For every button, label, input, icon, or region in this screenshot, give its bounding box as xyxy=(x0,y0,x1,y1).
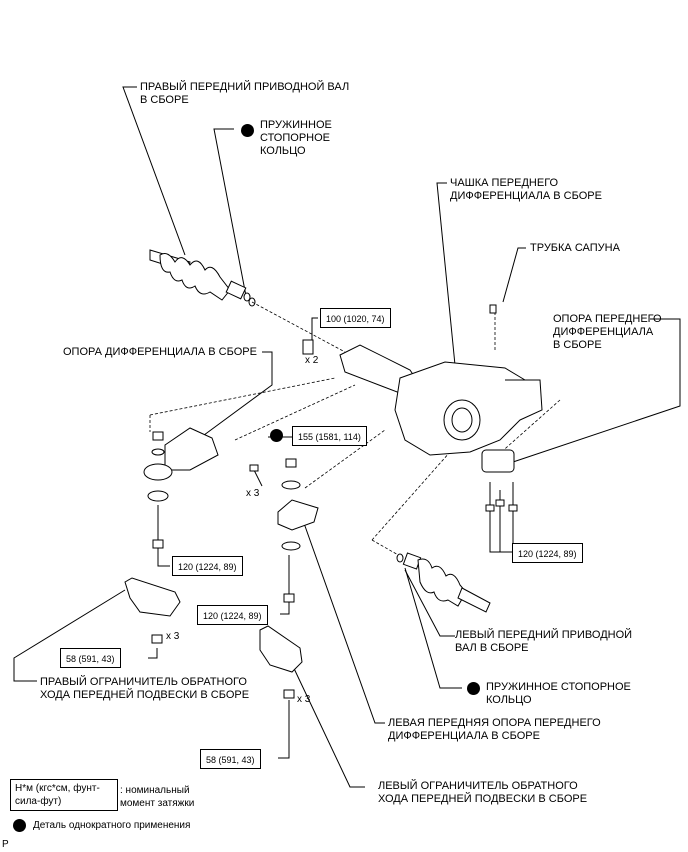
label-left-front-diff-mount: ЛЕВАЯ ПЕРЕДНЯЯ ОПОРА ПЕРЕДНЕГО ДИФФЕРЕНЦ… xyxy=(388,717,601,742)
torque-58-left: 58 (591, 43) xyxy=(200,749,261,769)
legend-unit-box: Н*м (кгс*см, фунт- сила-фут) xyxy=(10,779,118,811)
non-reusable-marker-top xyxy=(241,124,254,137)
left-drive-shaft xyxy=(396,552,491,613)
right-rebound-stopper xyxy=(124,577,181,644)
differential-support xyxy=(143,427,219,549)
label-diff-carrier: ЧАШКА ПЕРЕДНЕГО ДИФФЕРЕНЦИАЛА В СБОРЕ xyxy=(450,177,602,202)
multiplier-x3-right: x 3 xyxy=(166,631,180,642)
differential-carrier xyxy=(339,304,543,456)
multiplier-x3-left: x 3 xyxy=(297,694,311,705)
leader-front-diff-mount xyxy=(512,318,681,463)
left-rebound-stopper xyxy=(259,625,303,699)
non-reusable-marker-bottom xyxy=(467,682,480,695)
torque-120-mount: 120 (1224, 89) xyxy=(512,543,583,563)
torque-120-center: 120 (1224, 89) xyxy=(197,605,268,625)
leader-breather xyxy=(502,247,526,303)
label-diff-support: ОПОРА ДИФФЕРЕНЦИАЛА В СБОРЕ xyxy=(63,346,257,358)
leader-diff-support xyxy=(199,351,273,439)
front-diff-mount xyxy=(481,449,518,515)
label-right-rebound-stopper: ПРАВЫЙ ОГРАНИЧИТЕЛЬ ОБРАТНОГО ХОДА ПЕРЕД… xyxy=(40,676,250,701)
label-right-drive-shaft: ПРАВЫЙ ПЕРЕДНИЙ ПРИВОДНОЙ ВАЛ В СБОРЕ xyxy=(140,81,350,106)
torque-100: 100 (1020, 74) xyxy=(320,308,391,328)
snap-ring-top xyxy=(248,297,256,307)
legend-unit: Н*м (кгс*см, фунт- сила-фут) xyxy=(15,783,100,807)
non-reusable-marker-bolt xyxy=(270,429,283,442)
leader-left-rebound xyxy=(289,659,365,788)
leader-snap-ring-top xyxy=(213,128,247,297)
right-drive-shaft xyxy=(149,249,251,302)
label-snap-ring-bottom: ПРУЖИННОЕ СТОПОРНОЕ КОЛЬЦО xyxy=(486,681,631,706)
legend-unit-description: : номинальный момент затяжки xyxy=(120,785,195,809)
torque-58-right: 58 (591, 43) xyxy=(60,648,121,668)
label-left-rebound-stopper: ЛЕВЫЙ ОГРАНИЧИТЕЛЬ ОБРАТНОГО ХОДА ПЕРЕДН… xyxy=(378,780,588,805)
left-front-diff-mount xyxy=(249,458,319,603)
leader-left-front-mount xyxy=(299,511,385,724)
legend-non-reusable-icon xyxy=(13,819,26,832)
multiplier-x2: x 2 xyxy=(305,355,319,366)
multiplier-x3-bolt: x 3 xyxy=(246,488,260,499)
carrier-bolt xyxy=(302,339,314,355)
legend-non-reusable-text: Деталь однократного применения xyxy=(33,820,191,831)
label-left-drive-shaft: ЛЕВЫЙ ПЕРЕДНИЙ ПРИВОДНОЙ ВАЛ В СБОРЕ xyxy=(455,629,633,654)
label-breather-tube: ТРУБКА САПУНА xyxy=(530,242,620,254)
leader-diff-carrier xyxy=(436,182,456,366)
torque-120-support: 120 (1224, 89) xyxy=(172,556,243,576)
leader-left-drive-shaft xyxy=(404,569,455,637)
label-snap-ring-top: ПРУЖИННОЕ СТОПОРНОЕ КОЛЬЦО xyxy=(260,119,332,157)
leader-right-drive-shaft xyxy=(122,86,186,256)
leader-snap-ring-bottom xyxy=(404,567,462,689)
corner-mark: P xyxy=(2,839,9,850)
leader-right-rebound xyxy=(13,589,126,682)
label-front-diff-mount: ОПОРА ПЕРЕДНЕГО ДИФФЕРЕНЦИАЛА В СБОРЕ xyxy=(553,313,662,351)
torque-155: 155 (1581, 114) xyxy=(292,426,367,446)
